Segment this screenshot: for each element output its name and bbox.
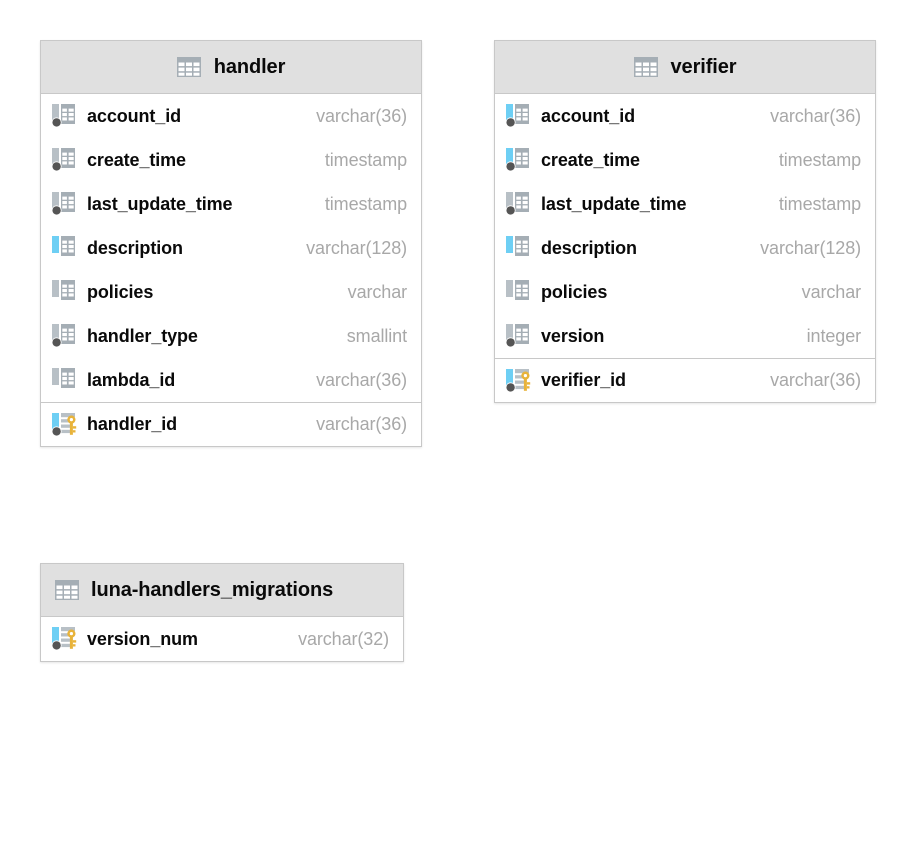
column-icon [505,192,529,216]
column-row[interactable]: description varchar(128) [495,226,875,270]
column-name: last_update_time [541,193,687,214]
column-type: varchar(36) [770,370,861,390]
column-name: version_num [87,628,198,649]
column-type: integer [806,325,861,346]
column-name: last_update_time [87,193,233,214]
table-grid-icon [633,57,658,77]
column-icon [51,148,75,172]
column-type: varchar(36) [316,369,407,390]
column-row[interactable]: last_update_time timestamp [41,182,421,226]
table-grid-icon [176,57,201,77]
column-name: create_time [541,149,640,170]
column-row[interactable]: account_id varchar(36) [495,94,875,138]
primary-key-column-icon [51,412,77,436]
column-icon [505,148,529,172]
column-icon [505,324,529,348]
column-icon [52,368,75,388]
column-type: varchar(36) [316,414,407,434]
table-grid-icon [55,580,79,600]
column-name: handler_id [87,414,178,434]
column-icon [52,236,75,256]
column-row[interactable]: lambda_id varchar(36) [41,358,421,402]
column-type: timestamp [778,149,861,170]
column-type: timestamp [324,149,407,170]
column-type: varchar [801,281,861,302]
column-name: account_id [87,105,182,126]
column-icon [51,324,75,348]
column-name: verifier_id [541,370,626,390]
primary-key-column-icon [51,627,77,651]
entity-header[interactable]: verifier [495,41,875,94]
primary-key-column-icon [505,368,531,392]
column-row[interactable]: version integer [495,314,875,358]
column-row[interactable]: last_update_time timestamp [495,182,875,226]
entity-title: luna-handlers_migrations [91,578,334,601]
column-name: policies [541,281,608,302]
column-icon [51,192,75,216]
column-row[interactable]: handler_type smallint [41,314,421,358]
column-row[interactable]: verifier_id varchar(36) [495,358,875,402]
entity-table-luna-handlers_migrations[interactable]: luna-handlers_migrations version_num varch… [40,563,404,662]
column-name: handler_type [87,325,198,346]
entity-title: verifier [670,55,737,78]
column-row[interactable]: create_time timestamp [41,138,421,182]
column-row[interactable]: policies varchar [41,270,421,314]
column-icon [505,104,529,128]
column-type: varchar(36) [316,105,407,126]
column-icon [51,104,75,128]
column-type: varchar(32) [298,628,389,649]
entity-title: handler [213,55,286,78]
column-row[interactable]: policies varchar [495,270,875,314]
column-name: create_time [87,149,186,170]
column-type: varchar(36) [770,105,861,126]
column-type: varchar(128) [306,237,407,258]
column-icon [52,280,75,300]
column-name: description [541,237,637,258]
entity-table-verifier[interactable]: verifier account_id varchar(36) create_time… [494,40,876,403]
entity-header[interactable]: luna-handlers_migrations [41,564,403,617]
column-type: timestamp [324,193,407,214]
column-type: varchar(128) [760,237,861,258]
column-name: version [541,325,605,346]
column-name: lambda_id [87,369,176,390]
column-name: account_id [541,105,636,126]
column-type: smallint [346,325,407,346]
column-row[interactable]: create_time timestamp [495,138,875,182]
column-row[interactable]: handler_id varchar(36) [41,402,421,446]
column-type: varchar [347,281,407,302]
column-row[interactable]: description varchar(128) [41,226,421,270]
column-row[interactable]: account_id varchar(36) [41,94,421,138]
entity-header[interactable]: handler [41,41,421,94]
column-type: timestamp [778,193,861,214]
column-name: policies [87,281,154,302]
column-icon [506,236,529,256]
column-name: description [87,237,183,258]
column-icon [506,280,529,300]
column-row[interactable]: version_num varchar(32) [41,617,403,661]
